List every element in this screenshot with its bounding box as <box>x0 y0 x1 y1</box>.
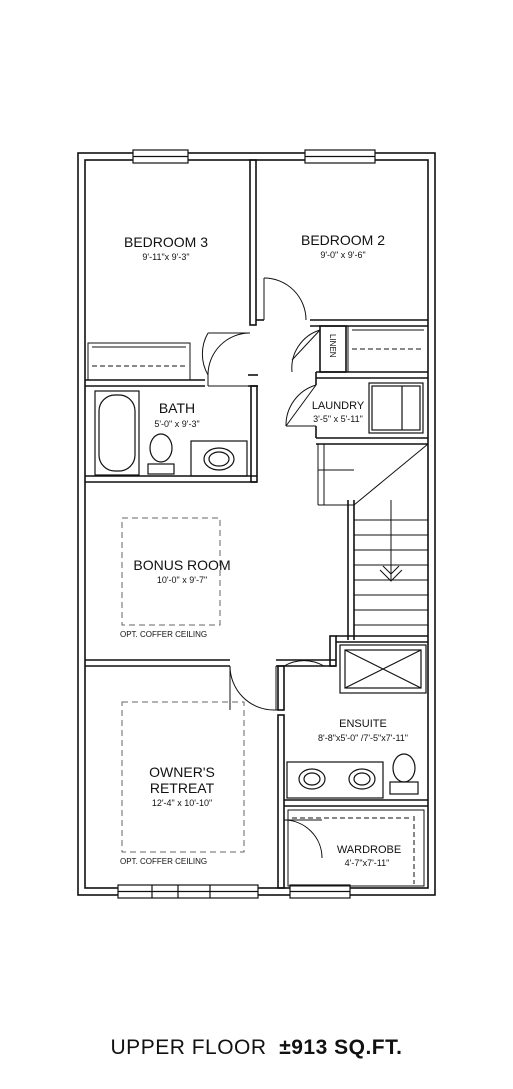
door-swings <box>201 277 325 859</box>
bonus-note: OPT. COFFER CEILING <box>120 630 207 639</box>
owners-dims: 12'-4" x 10'-10" <box>152 798 212 808</box>
bath-fixtures <box>94 390 248 477</box>
owners-name-line2: RETREAT <box>150 780 215 796</box>
bedroom2-name: BEDROOM 2 <box>301 232 385 248</box>
floor-label: UPPER FLOOR <box>110 1036 267 1059</box>
bonus-dims: 10'-0" x 9'-7" <box>157 575 207 585</box>
closet-shelves <box>87 325 429 887</box>
windows <box>117 149 376 899</box>
owners-note: OPT. COFFER CEILING <box>120 857 207 866</box>
interior-walls <box>85 159 428 889</box>
bonus-name: BONUS ROOM <box>133 557 230 573</box>
shower <box>339 644 427 694</box>
bedroom2-dims: 9'-0" x 9'-6" <box>320 250 365 260</box>
toilet <box>147 463 175 475</box>
floor-area: ±913 SQ.FT. <box>279 1036 403 1059</box>
bathtub <box>94 390 140 476</box>
linen-name: LINEN <box>328 334 337 358</box>
bath-name: BATH <box>159 400 195 416</box>
floor-caption: UPPER FLOOR ±913 SQ.FT. <box>0 1036 513 1060</box>
stairs <box>317 443 429 626</box>
bedroom3-name: BEDROOM 3 <box>124 234 208 250</box>
wardrobe-dims: 4'-7"x7'-11" <box>345 858 390 868</box>
laundry-fixtures <box>368 382 424 434</box>
bedroom3-dims: 9'-11"x 9'-3" <box>142 252 189 262</box>
bath-dims: 5'-0" x 9'-3" <box>154 419 199 429</box>
floor-plan: BEDROOM 3 9'-11"x 9'-3" BEDROOM 2 9'-0" … <box>77 149 436 899</box>
ensuite-toilet <box>389 781 419 795</box>
wardrobe-name: WARDROBE <box>337 844 401 856</box>
ensuite-dims: 8'-8"x5'-0" /7'-5"x7'-11" <box>318 733 408 743</box>
coffer-ceilings <box>121 517 245 853</box>
laundry-name: LAUNDRY <box>312 400 365 412</box>
bath-vanity <box>190 440 248 477</box>
owners-name-line1: OWNER'S <box>149 764 215 780</box>
ensuite-vanity <box>286 761 384 799</box>
ensuite-fixtures <box>286 644 427 799</box>
laundry-dims: 3'-5" x 5'-11" <box>313 414 363 424</box>
ensuite-name: ENSUITE <box>339 718 387 730</box>
